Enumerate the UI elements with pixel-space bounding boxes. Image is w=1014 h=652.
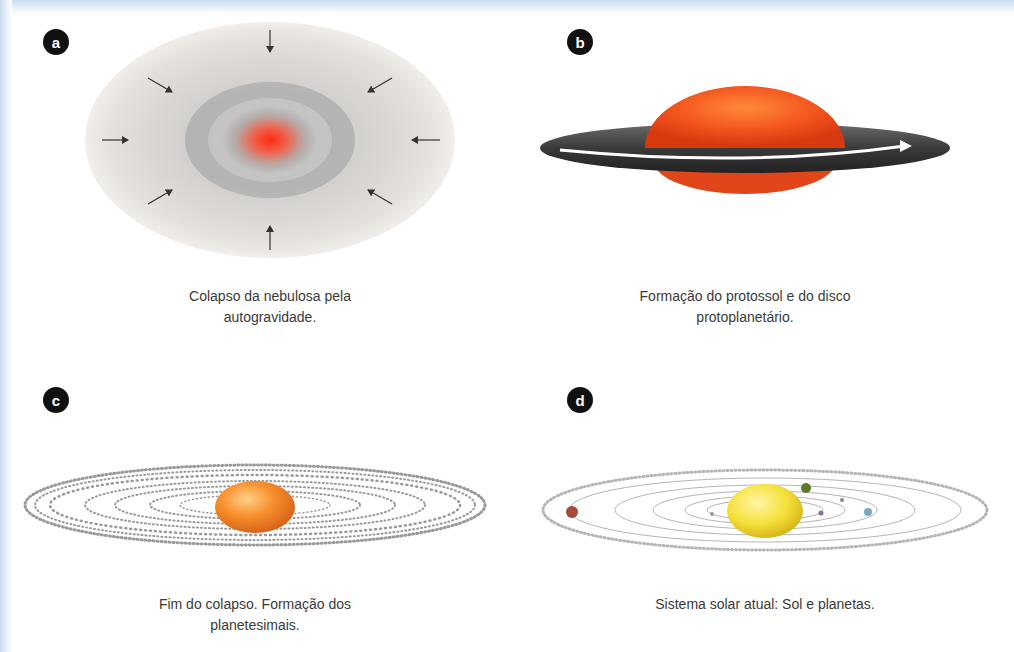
planets xyxy=(566,483,872,518)
panel-letter-badge: a xyxy=(43,29,69,55)
panel-caption: Fim do colapso. Formação dos planetesima… xyxy=(140,594,370,636)
solar-system-orbits xyxy=(543,470,987,550)
panel-caption: Colapso da nebulosa pela autogravidade. xyxy=(170,286,370,328)
panel-letter-badge: d xyxy=(567,387,593,413)
nebula xyxy=(85,22,455,258)
protosun xyxy=(215,481,295,533)
frame-band xyxy=(0,0,1014,14)
panel-letter-badge: b xyxy=(567,29,593,55)
protoplanetary-disk xyxy=(540,86,950,194)
sun xyxy=(727,484,803,538)
panel-letter: a xyxy=(52,35,60,50)
panel-letter: b xyxy=(575,35,584,50)
panel-caption: Formação do protossol e do disco protopl… xyxy=(615,286,875,328)
panel-letter: d xyxy=(575,393,584,408)
panel-letter: c xyxy=(52,393,60,408)
panel-letter-badge: c xyxy=(43,387,69,413)
planetesimal-rings xyxy=(25,465,485,545)
panel-caption: Sistema solar atual: Sol e planetas. xyxy=(605,594,925,615)
frame-band xyxy=(0,0,12,652)
